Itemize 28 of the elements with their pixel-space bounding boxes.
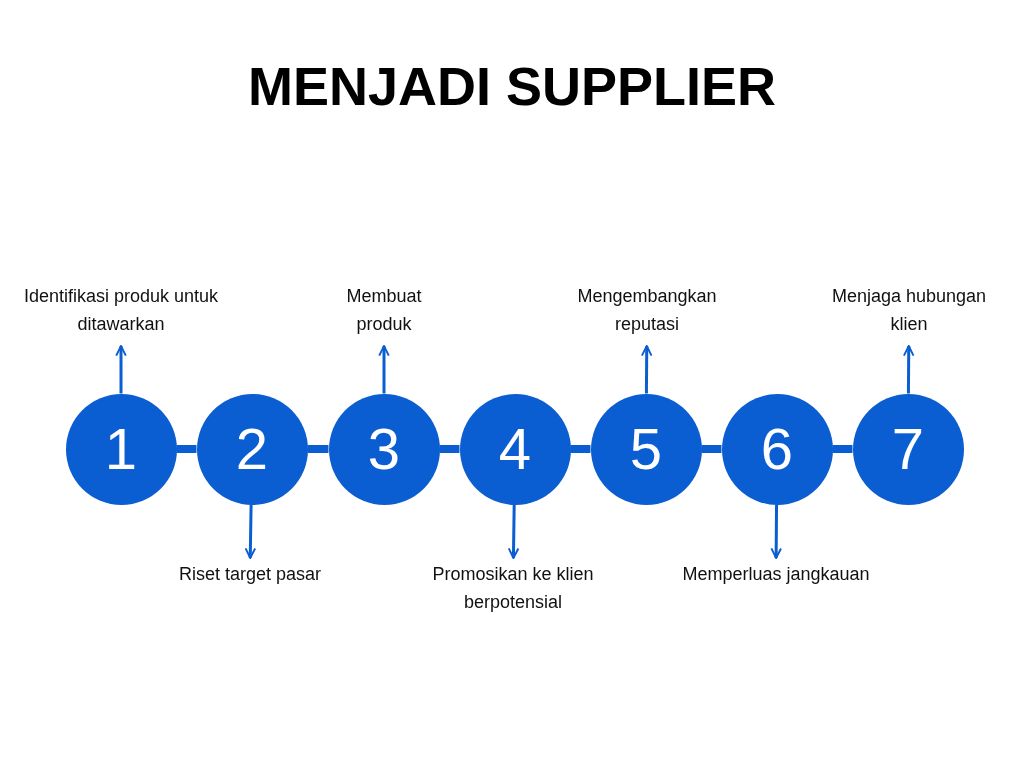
- step-label: Identifikasi produk untuk ditawarkan: [21, 282, 221, 346]
- arrow: [770, 504, 782, 559]
- step-label: Riset target pasar: [130, 558, 370, 588]
- connector-line: [701, 445, 722, 453]
- connector-line: [570, 445, 591, 453]
- step-label: Menjaga hubungan klien: [819, 282, 999, 346]
- arrow: [902, 345, 915, 394]
- arrow: [507, 504, 520, 559]
- step-label: Mengembangkan reputasi: [557, 282, 737, 346]
- arrow: [115, 345, 127, 394]
- step-number: 6: [760, 420, 794, 478]
- connector-line: [307, 445, 329, 453]
- step-label: Promosikan ke klien berpotensial: [428, 558, 598, 616]
- arrow: [244, 504, 257, 559]
- arrow: [378, 345, 390, 394]
- step-number: 4: [498, 420, 532, 478]
- title: MENJADI SUPPLIER: [247, 55, 777, 117]
- step-number: 2: [235, 420, 269, 478]
- step-number: 7: [891, 420, 925, 478]
- arrow: [640, 345, 653, 394]
- step-label: Membuat produk: [329, 282, 439, 346]
- connector-line: [176, 445, 197, 453]
- connector-line: [439, 445, 460, 453]
- step-number: 1: [104, 420, 138, 478]
- step-label: Memperluas jangkauan: [656, 558, 896, 588]
- step-number: 5: [629, 420, 663, 478]
- step-number: 3: [367, 420, 401, 478]
- connector-line: [832, 445, 853, 453]
